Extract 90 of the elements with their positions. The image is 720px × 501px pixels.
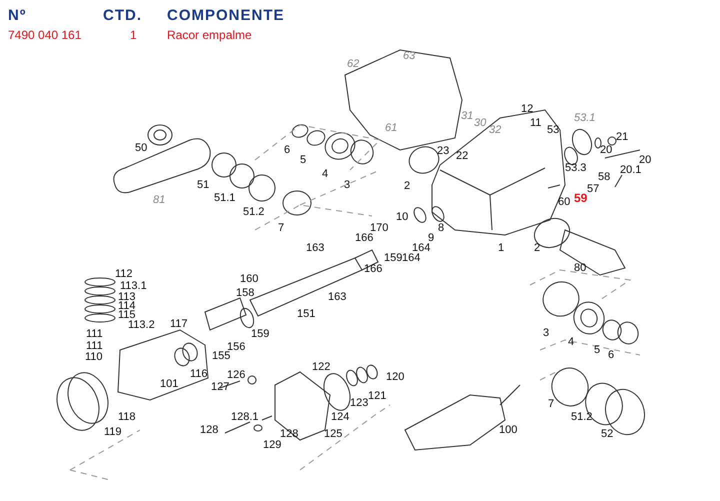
callout-number: 166 — [364, 263, 382, 275]
callout-number: 164 — [412, 242, 430, 254]
callout-number: 3 — [344, 179, 350, 191]
callout-number: 22 — [456, 150, 468, 162]
callout-number: 2 — [404, 180, 410, 192]
column-header: Nº — [8, 8, 26, 24]
callout-number: 53.1 — [574, 112, 596, 124]
callout-number: 10 — [396, 211, 408, 223]
callout-number: 119 — [104, 426, 122, 438]
callout-number: 51.2 — [571, 411, 592, 423]
table-cell: Racor empalme — [167, 28, 252, 42]
callout-number: 163 — [328, 291, 346, 303]
callout-number: 51 — [197, 179, 210, 191]
callout-number: 61 — [385, 122, 398, 134]
table-cell: 7490 040 161 — [8, 28, 82, 42]
callout-number: 113 — [118, 291, 136, 303]
callout-number: 30 — [474, 117, 486, 129]
callout-number: 57 — [587, 183, 600, 195]
callout-number: 126 — [227, 369, 246, 381]
callout-number: 5 — [300, 154, 306, 166]
callout-number: 115 — [118, 309, 136, 321]
column-header: CTD. — [103, 8, 142, 24]
callout-number: 110 — [85, 351, 103, 363]
callout-number: 129 — [263, 439, 282, 451]
callout-number: 7 — [548, 398, 554, 410]
callout-number: 160 — [240, 273, 258, 285]
callout-number: 117 — [170, 318, 188, 330]
callout-number: 100 — [499, 424, 518, 436]
callout-number: 111 — [86, 328, 103, 340]
callout-number: 111 — [86, 340, 103, 352]
callout-number: 123 — [350, 397, 368, 409]
callout-number: 23 — [437, 145, 450, 157]
callout-number: 155 — [212, 350, 230, 362]
callout-number: 101 — [160, 378, 178, 390]
callout-number: 159 — [251, 328, 270, 340]
callout-number: 53 — [547, 124, 560, 136]
callout-number: 9 — [428, 232, 434, 244]
callout-number: 11 — [530, 117, 542, 129]
callout-number: 7 — [278, 222, 284, 234]
callout-number: 170 — [370, 222, 388, 234]
callout-number: 6 — [284, 144, 290, 156]
callout-number: 124 — [331, 411, 350, 423]
callout-number: 5 — [594, 344, 600, 356]
callout-number: 163 — [306, 242, 324, 254]
callout-number: 20 — [600, 144, 612, 156]
callout-number: 20.1 — [620, 164, 642, 176]
callout-number: 156 — [227, 341, 246, 353]
callout-number: 20 — [639, 154, 652, 166]
callout-number: 3 — [543, 327, 550, 339]
callout-number: 113.2 — [128, 319, 155, 331]
column-header: COMPONENTE — [167, 8, 285, 24]
callout-number: 21 — [616, 131, 628, 143]
callout-number: 4 — [322, 168, 328, 180]
callout-number: 8 — [438, 222, 444, 234]
callout-number: 127 — [211, 381, 230, 393]
callout-number: 53.3 — [565, 162, 586, 174]
callout-number: 1 — [498, 242, 504, 254]
callout-number: 120 — [386, 371, 404, 383]
callout-number: 80 — [574, 262, 586, 274]
callout-number: 159 — [384, 252, 402, 264]
callout-number: 4 — [568, 336, 574, 348]
table-cell: 1 — [130, 28, 137, 42]
callout-number: 6 — [608, 349, 614, 361]
callout-number: 164 — [402, 252, 420, 264]
callout-number: 166 — [355, 232, 374, 244]
callout-number: 113.1 — [120, 280, 147, 292]
callout-number: 121 — [368, 390, 386, 402]
callout-number: 128 — [200, 424, 218, 436]
callout-number: 51.2 — [243, 206, 264, 218]
callout-number: 158 — [236, 287, 254, 299]
callout-number: 63 — [403, 50, 416, 62]
callout-number: 118 — [118, 411, 136, 423]
callout-number: 128.1 — [231, 411, 259, 423]
callout-number: 116 — [190, 368, 208, 380]
callout-number: 62 — [347, 58, 360, 70]
callout-number: 51.1 — [214, 192, 236, 204]
callout-number: 59 — [574, 192, 588, 204]
callout-number: 151 — [297, 308, 316, 320]
callout-number: 112 — [115, 268, 133, 280]
callout-number: 12 — [521, 103, 534, 115]
callout-number: 125 — [324, 428, 342, 440]
callout-number: 122 — [312, 361, 330, 373]
callout-number: 81 — [153, 194, 166, 206]
callout-number: 58 — [598, 171, 610, 183]
callout-number: 31 — [461, 110, 474, 122]
callout-number: 2 — [534, 242, 540, 254]
callout-number: 50 — [135, 142, 148, 154]
callout-number: 32 — [489, 124, 502, 136]
callout-number: 52 — [601, 428, 614, 440]
callout-number: 60 — [558, 196, 570, 208]
